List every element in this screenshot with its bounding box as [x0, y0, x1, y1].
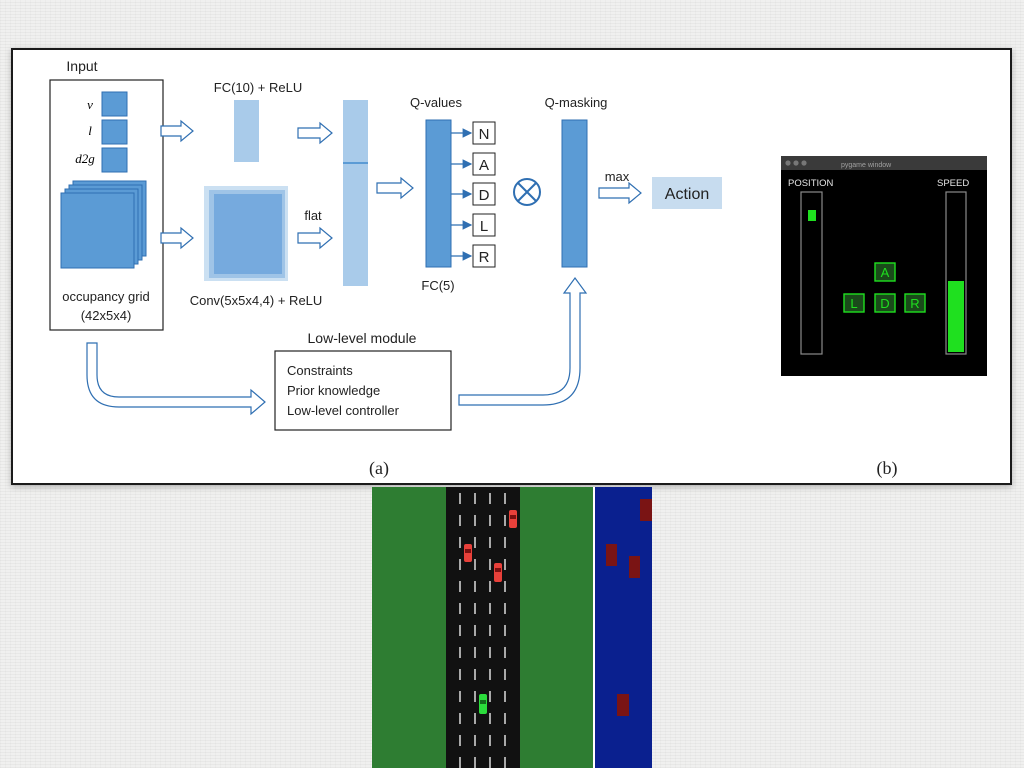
red-car — [494, 563, 502, 582]
speed-label: SPEED — [937, 178, 969, 189]
highway-road — [446, 487, 520, 768]
pygame-titlebar — [781, 156, 987, 170]
lowlevel-item-controller: Low-level controller — [287, 403, 400, 418]
conv-block — [204, 186, 288, 281]
action-box-a: A — [472, 152, 496, 176]
occupancy-label: occupancy grid — [62, 289, 149, 304]
input-l-block — [101, 119, 128, 145]
max-label: max — [605, 169, 630, 184]
action-box-d: D — [472, 182, 496, 206]
conv-label: Conv(5x5x4,4) + ReLU — [190, 293, 323, 308]
action-r-label: R — [479, 249, 490, 266]
qvalues-block — [425, 119, 452, 268]
input-arrows — [160, 119, 194, 250]
position-marker — [808, 210, 816, 221]
caption-b: (b) — [877, 458, 898, 479]
to-q-arrow — [376, 176, 414, 200]
game-button-d[interactable]: D — [874, 293, 896, 313]
figure-panel: Input v l d2g occupancy grid (42x5x4) FC… — [11, 48, 1012, 485]
position-label: POSITION — [788, 178, 834, 189]
river-obstacle — [617, 694, 629, 716]
action-a-label: A — [479, 157, 489, 174]
ego-car-green — [479, 694, 487, 714]
lowlevel-item-prior-knowledge: Prior knowledge — [287, 383, 380, 398]
caption-a: (a) — [369, 458, 389, 479]
action-n-label: N — [479, 126, 490, 143]
river-obstacle — [629, 556, 640, 578]
input-v-block — [101, 91, 128, 117]
action-box-l: L — [472, 213, 496, 237]
game-button-r-label: R — [910, 296, 919, 311]
river-divider — [593, 487, 595, 768]
river-obstacle — [606, 544, 617, 566]
action-l-label: L — [480, 218, 488, 235]
occupancy-dims: (42x5x4) — [81, 308, 132, 323]
mid-arrows — [297, 121, 333, 250]
pygame-window: pygame window POSITION SPEED A L D R — [781, 156, 987, 376]
lowlevel-item-constraints: Constraints — [287, 363, 353, 378]
qmasking-label: Q-masking — [545, 95, 608, 110]
red-car — [509, 510, 517, 528]
occupancy-grid-stack — [60, 180, 147, 269]
action-box-n: N — [472, 121, 496, 145]
input-d2g-block — [101, 147, 128, 173]
game-button-l[interactable]: L — [843, 293, 865, 313]
action-output-box — [652, 177, 722, 209]
input-group: Input v l d2g occupancy grid (42x5x4) — [49, 58, 164, 331]
qvalues-label: Q-values — [410, 95, 463, 110]
concat-layer — [343, 100, 368, 286]
speed-track — [945, 191, 967, 355]
fc5-label: FC(5) — [421, 278, 454, 293]
simulation-view — [372, 487, 652, 768]
grass-left — [372, 487, 446, 768]
action-output-label: Action — [665, 186, 709, 203]
window-maximize-icon[interactable] — [801, 160, 807, 166]
lane-markings — [459, 493, 506, 768]
input-title: Input — [66, 58, 97, 74]
q-action-arrows — [451, 128, 473, 261]
otimes-icon — [513, 178, 541, 206]
river-area — [595, 487, 652, 768]
red-car — [464, 544, 472, 562]
grass-right — [520, 487, 593, 768]
fc10-label: FC(10) + ReLU — [214, 80, 303, 95]
lowlevel-box — [274, 350, 452, 431]
river-obstacle — [640, 499, 652, 521]
speed-fill — [948, 281, 964, 352]
game-button-l-label: L — [850, 296, 857, 311]
game-button-d-label: D — [880, 296, 889, 311]
game-button-a-label: A — [881, 265, 890, 280]
game-button-r[interactable]: R — [904, 293, 926, 313]
flat-label: flat — [304, 208, 322, 223]
action-d-label: D — [479, 187, 490, 204]
game-button-a[interactable]: A — [874, 262, 896, 282]
window-close-icon[interactable] — [785, 160, 791, 166]
qmasking-block — [561, 119, 588, 268]
max-arrow — [598, 181, 642, 205]
position-track — [800, 191, 823, 355]
action-box-r: R — [472, 244, 496, 268]
input-v-label: v — [87, 97, 93, 112]
input-l-label: l — [88, 123, 92, 138]
input-to-lowlevel-arrow — [86, 342, 266, 416]
window-minimize-icon[interactable] — [793, 160, 799, 166]
lowlevel-title: Low-level module — [308, 330, 417, 346]
fc10-block — [234, 100, 259, 162]
pygame-window-title: pygame window — [841, 162, 892, 169]
input-d2g-label: d2g — [75, 151, 95, 166]
lowlevel-to-qmasking-arrow — [458, 276, 588, 406]
